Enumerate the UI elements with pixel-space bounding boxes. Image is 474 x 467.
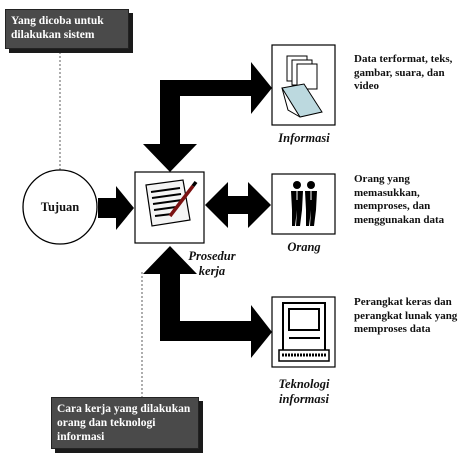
tujuan-circle <box>22 169 98 245</box>
two-people-icon <box>291 181 317 226</box>
orang-description: Orang yang memasukkan, memproses, dan me… <box>354 173 445 226</box>
orang-label: Orang <box>287 240 321 254</box>
arrow-informasi-to-prosedur <box>143 62 272 172</box>
arrow-teknologi-to-prosedur <box>143 246 272 358</box>
orang-box <box>271 173 336 235</box>
file-folders-icon <box>281 55 323 118</box>
informasi-description: Data terformat, teks, gambar, suara, dan… <box>354 53 453 92</box>
tujuan-label: Tujuan <box>40 200 80 214</box>
top-callout: Yang dicoba untuk dilakukan sistem <box>5 9 129 49</box>
prosedur-label: Prosedur kerja <box>188 249 236 278</box>
teknologi-label: Teknologi informasi <box>278 377 330 406</box>
arrow-tujuan-to-prosedur <box>98 186 134 230</box>
document-pen-icon <box>145 179 198 227</box>
bottom-callout: Cara kerja yang dilakukan orang dan tekn… <box>51 397 199 449</box>
teknologi-description: Perangkat keras dan perangkat lunak yang… <box>354 296 458 335</box>
arrow-prosedur-orang <box>205 182 271 228</box>
computer-terminal-icon <box>278 302 330 362</box>
informasi-label: Informasi <box>278 131 330 145</box>
